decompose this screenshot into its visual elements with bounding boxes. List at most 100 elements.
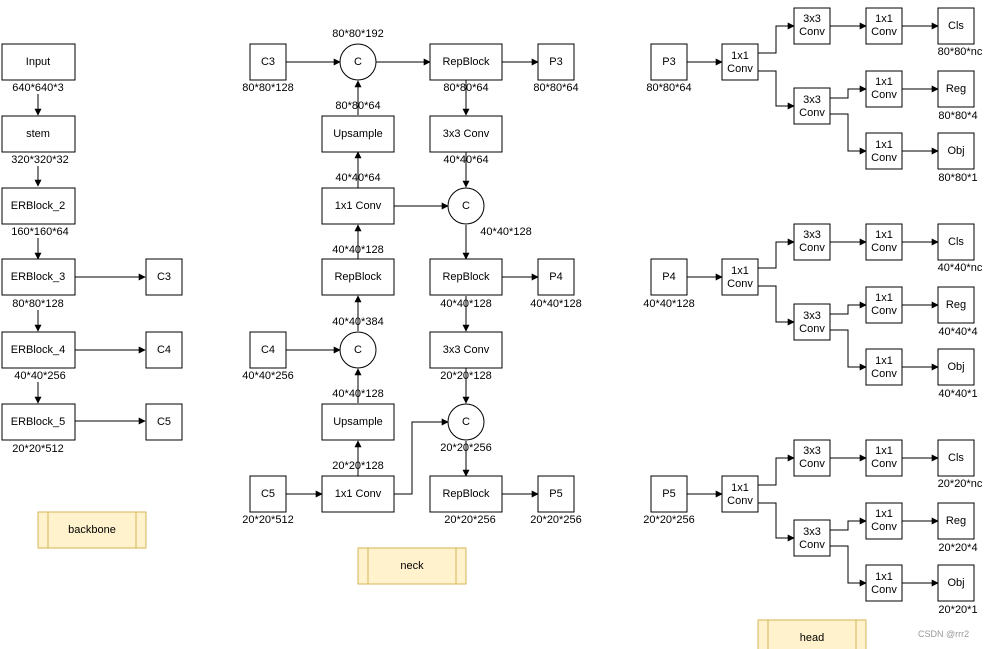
input-dim: 640*640*3 (12, 82, 63, 94)
head-p5-reg-conv3x3-node: 3x3 Conv (793, 519, 831, 557)
conv3x3-b-dim: 20*20*128 (440, 370, 491, 382)
head-p5-input-label: P5 (662, 488, 675, 500)
repblock-p4-dim: 40*40*128 (440, 298, 491, 310)
concat-4-label: C (462, 416, 470, 428)
head-p5-reg-conv1x1-l2: Conv (871, 521, 897, 533)
neck-p5-label: P5 (549, 488, 562, 500)
stem-label: stem (26, 128, 50, 140)
head-p5-cls-conv3x3-node: 3x3 Conv (793, 439, 831, 477)
head-p4-obj-conv1x1-l1: 1x1 (875, 355, 893, 367)
head-p3-reg-dim: 80*80*4 (938, 110, 977, 122)
upsample-1-node: Upsample (321, 115, 395, 153)
head-branch-p4: P4 40*40*128 1x1 Conv 3x3 Conv 1x1 Conv … (643, 223, 983, 400)
head-p4-obj-conv1x1-l2: Conv (871, 368, 897, 380)
head-section: P3 80*80*64 1x1 Conv 3x3 Conv 1x1 Conv C… (643, 7, 983, 649)
head-p5-stem-conv-l2: Conv (727, 495, 753, 507)
upsample-2-label: Upsample (333, 416, 383, 428)
head-p4-cls-conv1x1-node: 1x1 Conv (865, 223, 903, 261)
head-p4-stem-conv-l2: Conv (727, 278, 753, 290)
backbone-c5-node: C5 (145, 403, 183, 441)
erblock-2-node: ERBlock_2 (1, 187, 76, 225)
head-p3-cls-label: Cls (948, 20, 964, 32)
head-p4-reg-dim: 40*40*4 (938, 326, 977, 338)
head-p3-reg-conv1x1-l1: 1x1 (875, 76, 893, 88)
head-p4-obj-conv1x1-node: 1x1 Conv (865, 348, 903, 386)
head-p4-cls-conv3x3-node: 3x3 Conv (793, 223, 831, 261)
head-p3-obj-conv1x1-node: 1x1 Conv (865, 132, 903, 170)
head-tag-label: head (800, 632, 824, 644)
concat-3-node: C (447, 187, 485, 225)
concat-2-label: C (354, 344, 362, 356)
head-p3-stem-conv1x1-node: 1x1 Conv (721, 43, 759, 81)
head-p5-reg-conv3x3-l1: 3x3 (803, 526, 821, 538)
head-p5-cls-conv3x3-l2: Conv (799, 458, 825, 470)
repblock-p3-node: RepBlock (429, 43, 503, 81)
head-p3-obj-dim: 80*80*1 (938, 172, 977, 184)
repblock-p3-dim: 80*80*64 (443, 82, 488, 94)
head-p4-stem-conv-l1: 1x1 (731, 265, 749, 277)
neck-c4-node: C4 (249, 331, 287, 369)
head-p3-stem-conv-l2: Conv (727, 63, 753, 75)
conv3x3-a-label: 3x3 Conv (443, 128, 490, 140)
head-p5-cls-conv1x1-l1: 1x1 (875, 445, 893, 457)
head-p4-reg-label: Reg (946, 299, 966, 311)
head-p5-cls-dim: 20*20*nc (938, 478, 983, 490)
neck-c5-dim: 20*20*512 (242, 514, 293, 526)
concat-2-node: C (339, 331, 377, 369)
head-p5-cls-label: Cls (948, 452, 964, 464)
erblock-3-node: ERBlock_3 (1, 258, 76, 296)
concat-2-dim: 40*40*128 (332, 388, 383, 400)
erblock-5-node: ERBlock_5 (1, 403, 76, 441)
head-p3-reg-conv3x3-l2: Conv (799, 107, 825, 119)
conv3x3-a-node: 3x3 Conv (429, 115, 503, 153)
head-p5-obj-node: Obj (937, 564, 975, 602)
head-p3-cls-conv3x3-l2: Conv (799, 26, 825, 38)
repblock-p3-label: RepBlock (442, 56, 490, 68)
neck-p4-node: P4 (537, 258, 575, 296)
neck-c5-label: C5 (261, 488, 275, 500)
repblock-a-dim: 40*40*384 (332, 316, 383, 328)
input-label: Input (26, 56, 50, 68)
head-p5-obj-dim: 20*20*1 (938, 604, 977, 616)
neck-p4-dim: 40*40*128 (530, 298, 581, 310)
erblock-2-dim: 160*160*64 (11, 226, 69, 238)
input-node: Input (1, 43, 76, 81)
head-p5-cls-conv1x1-l2: Conv (871, 458, 897, 470)
conv1x1-a-in-dim: 40*40*64 (335, 172, 380, 184)
neck-c4-dim: 40*40*256 (242, 370, 293, 382)
neck-c3-node: C3 (249, 43, 287, 81)
head-p4-stem-conv1x1-node: 1x1 Conv (721, 258, 759, 296)
head-p5-stem-conv-l1: 1x1 (731, 482, 749, 494)
erblock-3-label: ERBlock_3 (11, 271, 65, 283)
head-p3-reg-conv3x3-l1: 3x3 (803, 94, 821, 106)
head-p3-obj-node: Obj (937, 132, 975, 170)
stem-node: stem (1, 115, 76, 153)
head-p4-reg-node: Reg (937, 286, 975, 324)
head-p5-reg-dim: 20*20*4 (938, 542, 977, 554)
head-p3-reg-conv1x1-node: 1x1 Conv (865, 70, 903, 108)
head-p3-obj-conv1x1-l1: 1x1 (875, 139, 893, 151)
head-p5-input-node: P5 (650, 475, 688, 513)
head-p3-input-dim: 80*80*64 (646, 82, 691, 94)
erblock-5-dim: 20*20*512 (12, 443, 63, 455)
backbone-section: Input 640*640*3 stem 320*320*32 ERBlock_… (1, 43, 183, 549)
upsample-1-dim: 80*80*64 (335, 100, 380, 112)
head-p3-reg-conv3x3-node: 3x3 Conv (793, 87, 831, 125)
head-p4-input-dim: 40*40*128 (643, 298, 694, 310)
head-p3-cls-conv1x1-node: 1x1 Conv (865, 7, 903, 45)
head-p3-cls-conv1x1-l1: 1x1 (875, 13, 893, 25)
head-p3-stem-conv-l1: 1x1 (731, 50, 749, 62)
neck-p5-dim: 20*20*256 (530, 514, 581, 526)
head-p3-obj-conv1x1-l2: Conv (871, 152, 897, 164)
erblock-4-node: ERBlock_4 (1, 331, 76, 369)
backbone-c3-label: C3 (157, 271, 171, 283)
concat-3-label: C (462, 200, 470, 212)
head-p5-cls-node: Cls (937, 439, 975, 477)
backbone-c3-node: C3 (145, 258, 183, 296)
neck-p3-label: P3 (549, 56, 562, 68)
head-p4-reg-conv1x1-node: 1x1 Conv (865, 286, 903, 324)
head-p4-cls-label: Cls (948, 236, 964, 248)
erblock-2-label: ERBlock_2 (11, 200, 65, 212)
head-p4-obj-node: Obj (937, 348, 975, 386)
